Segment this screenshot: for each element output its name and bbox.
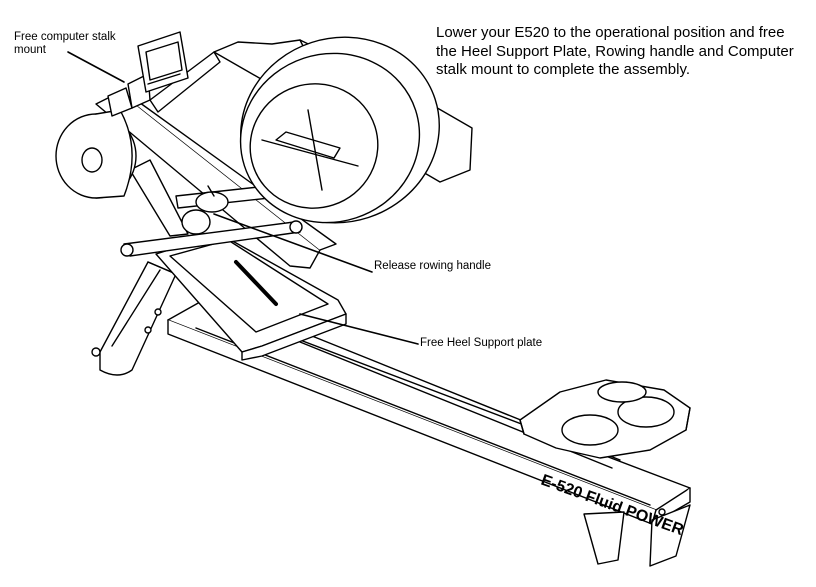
- stalk-leader-line: [67, 51, 125, 83]
- heel-plate-callout: Free Heel Support plate: [420, 337, 543, 349]
- rowing-handle-callout: Release rowing handle: [374, 260, 491, 272]
- callout-lines: [67, 51, 419, 345]
- computer-stalk-callout: Free computer stalk mount: [14, 31, 116, 56]
- handle-leader-line: [213, 213, 373, 273]
- flywheel-housing: [239, 36, 440, 224]
- instruction-text: Lower your E520 to the operational posit…: [436, 24, 794, 78]
- resistance-drum: [55, 109, 137, 199]
- rear-leg: [91, 261, 177, 376]
- heel-leader-line: [299, 313, 419, 345]
- seat: [519, 379, 691, 459]
- computer-monitor: [107, 31, 189, 117]
- front-legs: [583, 504, 691, 567]
